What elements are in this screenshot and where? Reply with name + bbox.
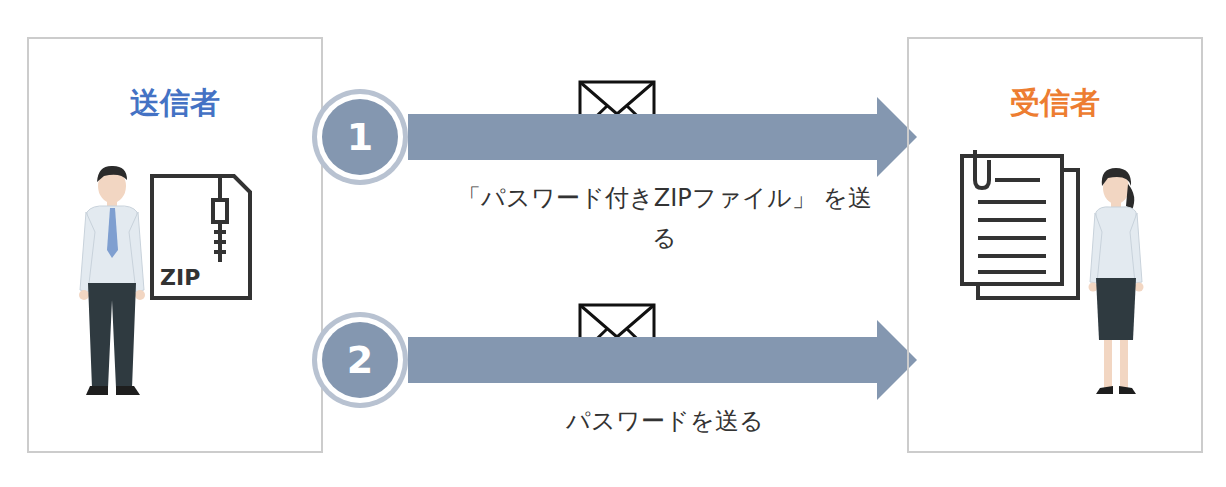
edge-label: 「パスワード付きZIPファイル」 を送る	[455, 178, 875, 258]
sender-figure	[79, 166, 145, 395]
actor-title: 受信者	[909, 83, 1201, 124]
actor-box: 送信者	[27, 37, 323, 453]
document-icon	[962, 150, 1078, 298]
step-circle: 2	[312, 312, 408, 408]
edge-label: パスワードを送る	[455, 401, 875, 441]
actor-title: 送信者	[29, 83, 321, 124]
actor-box: 受信者	[907, 37, 1203, 453]
step-circle: 1	[312, 89, 408, 185]
receiver-figure	[1089, 168, 1144, 394]
icon-label: ZIP	[160, 265, 200, 290]
callout-number: 1	[312, 115, 408, 159]
zip-file-icon	[152, 176, 250, 298]
callout-number: 2	[312, 338, 408, 382]
flow-arrow	[408, 97, 917, 177]
flow-arrow	[408, 320, 917, 400]
